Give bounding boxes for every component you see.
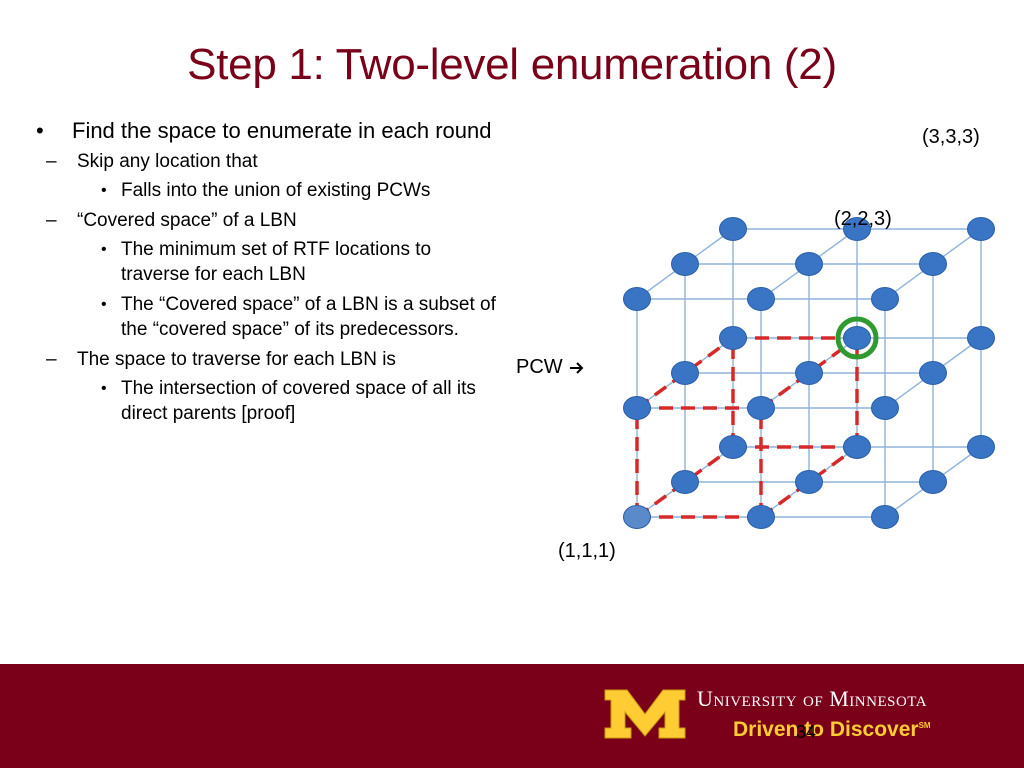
sub-bullet-item: – Skip any location that — [32, 150, 502, 173]
sub-sub-bullet-item: • The intersection of covered space of a… — [32, 376, 502, 426]
lattice-node — [671, 252, 699, 276]
pcw-label-text: PCW — [516, 356, 563, 378]
sub-sub-bullet-text: The “Covered space” of a LBN is a subset… — [121, 294, 496, 340]
origin-node — [623, 505, 651, 529]
lattice-node — [967, 435, 995, 459]
sub-bullet-text: “Covered space” of a LBN — [77, 210, 297, 231]
bullet-item: • Find the space to enumerate in each ro… — [32, 118, 502, 144]
footer-bar — [0, 664, 1024, 768]
sub-sub-bullet-item: • The minimum set of RTF locations to tr… — [32, 237, 502, 287]
bullet-text: Find the space to enumerate in each roun… — [72, 118, 492, 143]
lattice-node — [719, 326, 747, 350]
tagline-text: Driven to Discover — [733, 718, 919, 741]
sub-sub-bullet-text: The minimum set of RTF locations to trav… — [121, 239, 432, 285]
lattice-node — [747, 505, 775, 529]
lattice-node — [871, 396, 899, 420]
university-m-logo — [604, 689, 686, 739]
lattice-node — [719, 435, 747, 459]
dash-marker: – — [46, 151, 57, 172]
lattice-node — [919, 470, 947, 494]
sub-sub-bullet-text: The intersection of covered space of all… — [121, 378, 476, 424]
lattice-node — [967, 326, 995, 350]
university-name: University of Minnesota — [697, 686, 928, 711]
bullet-marker: • — [101, 182, 107, 199]
bullet-marker: • — [101, 296, 107, 313]
lattice-node — [871, 505, 899, 529]
lattice-node — [919, 252, 947, 276]
tagline: Driven to DiscoverSM — [733, 718, 931, 742]
lattice-node — [747, 396, 775, 420]
lattice-node — [671, 361, 699, 385]
sub-bullet-item: – “Covered space” of a LBN — [32, 209, 502, 232]
label-highlight-node: (2,2,3) — [834, 208, 892, 230]
label-origin: (1,1,1) — [558, 540, 616, 562]
pcw-dashed-edge — [635, 336, 735, 410]
pcw-label: PCW — [516, 356, 585, 379]
dash-marker: – — [46, 349, 57, 370]
bullet-marker: • — [36, 118, 44, 143]
pcw-dashed-edge — [635, 445, 735, 519]
slide-title: Step 1: Two-level enumeration (2) — [187, 40, 837, 89]
lattice-node — [843, 435, 871, 459]
bullet-marker: • — [101, 380, 107, 397]
lattice-node — [623, 287, 651, 311]
pcw-dashed-edge — [759, 445, 859, 519]
service-mark: SM — [918, 721, 931, 730]
dash-marker: – — [46, 210, 57, 231]
bullet-marker: • — [101, 241, 107, 258]
lattice-node — [671, 470, 699, 494]
lattice-node — [871, 287, 899, 311]
sub-sub-bullet-item: • The “Covered space” of a LBN is a subs… — [32, 292, 502, 342]
lattice-node — [747, 287, 775, 311]
arrow-right-icon — [569, 362, 584, 374]
lattice-node — [795, 470, 823, 494]
lattice-node — [843, 217, 871, 241]
lattice-node — [795, 252, 823, 276]
bullet-list: • Find the space to enumerate in each ro… — [32, 118, 502, 426]
sub-bullet-text: Skip any location that — [77, 151, 258, 172]
sub-bullet-text: The space to traverse for each LBN is — [77, 349, 396, 370]
highlight-ring — [835, 316, 879, 360]
lattice-node — [967, 217, 995, 241]
sub-sub-bullet-item: • Falls into the union of existing PCWs — [32, 178, 502, 203]
lattice-node — [623, 396, 651, 420]
lattice-cube-diagram — [623, 217, 995, 529]
lattice-node — [843, 326, 871, 350]
sub-sub-bullet-text: Falls into the union of existing PCWs — [121, 180, 431, 201]
lattice-node — [719, 217, 747, 241]
sub-bullet-item: – The space to traverse for each LBN is — [32, 348, 502, 371]
lattice-node — [919, 361, 947, 385]
label-top-corner: (3,3,3) — [922, 126, 980, 148]
lattice-node — [795, 361, 823, 385]
page-number: 34 — [796, 722, 817, 742]
